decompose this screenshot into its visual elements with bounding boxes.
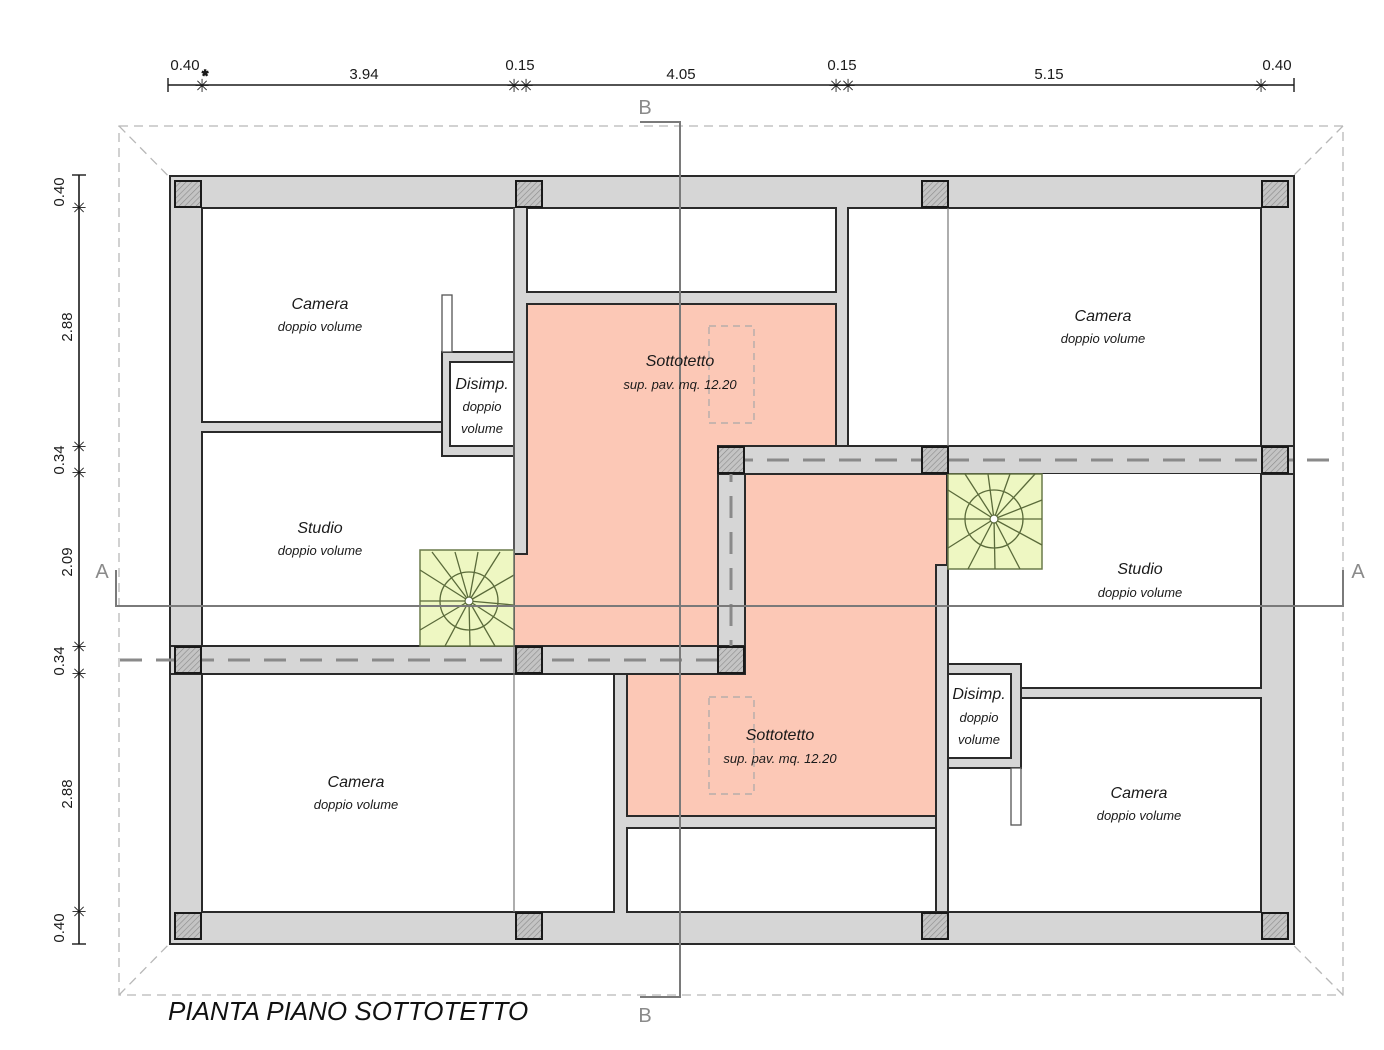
dim-h-5: 5.15 <box>1034 66 1063 83</box>
note-disimp-e-2: volume <box>958 732 1000 747</box>
dimension-chain-vertical: ✳ ✳ ✳ ✳ ✳ ✳ 0.40 2.88 0.34 2.09 0.34 2.8… <box>51 174 87 945</box>
note-camera-se: doppio volume <box>1097 808 1182 823</box>
room-camera-sw <box>201 673 615 913</box>
spiral-stair-west <box>419 549 515 647</box>
note-disimp-w-1: doppio <box>462 399 501 414</box>
label-camera-se: Camera <box>1111 785 1168 802</box>
section-b-top-label: B <box>638 97 651 119</box>
svg-text:✳: ✳ <box>71 463 86 483</box>
dim-v-1: 2.88 <box>59 312 76 341</box>
svg-text:*: * <box>202 68 208 85</box>
svg-text:✳: ✳ <box>71 198 86 218</box>
wall-east-tiny <box>935 564 949 913</box>
note-sottotetto-s: sup. pav. mq. 12.20 <box>723 751 837 766</box>
spiral-stair-east <box>947 473 1043 570</box>
label-studio-w: Studio <box>297 520 342 537</box>
note-studio-w: doppio volume <box>278 543 363 558</box>
svg-text:✳: ✳ <box>71 664 86 684</box>
room-studio-e-cover <box>1040 474 1261 688</box>
note-sottotetto-n: sup. pav. mq. 12.20 <box>623 377 737 392</box>
section-b-bottom-label: B <box>638 1005 651 1027</box>
note-disimp-w-2: volume <box>461 421 503 436</box>
beam-lines <box>120 458 1343 662</box>
label-sottotetto-n: Sottotetto <box>646 353 715 370</box>
svg-text:✳: ✳ <box>194 76 209 96</box>
svg-text:✳: ✳ <box>71 637 86 657</box>
room-north-central <box>526 207 837 293</box>
dim-v-5: 2.88 <box>59 779 76 808</box>
room-camera-ne-cover <box>847 207 1262 447</box>
label-camera-nw: Camera <box>292 296 349 313</box>
svg-text:✳: ✳ <box>1253 76 1268 96</box>
pillars <box>174 180 1289 940</box>
dim-v-3: 2.09 <box>59 547 76 576</box>
label-sottotetto-s: Sottotetto <box>746 727 815 744</box>
svg-text:✳: ✳ <box>506 76 521 96</box>
section-line-b: B B <box>638 97 681 1027</box>
door-jamb-w <box>441 294 453 353</box>
note-camera-sw: doppio volume <box>314 797 399 812</box>
section-line-a: A A <box>95 561 1365 607</box>
dim-h-1: 3.94 <box>349 66 378 83</box>
room-south-central <box>626 827 937 913</box>
note-camera-ne: doppio volume <box>1061 331 1146 346</box>
svg-text:✳: ✳ <box>840 76 855 96</box>
label-disimp-e: Disimp. <box>952 686 1005 703</box>
dim-h-0: 0.40 <box>170 57 199 74</box>
dim-h-6: 0.40 <box>1262 57 1291 74</box>
section-a-left-label: A <box>95 561 109 583</box>
dim-v-2: 0.34 <box>51 445 68 474</box>
dim-v-4: 0.34 <box>51 646 68 675</box>
dim-v-0: 0.40 <box>51 177 68 206</box>
wall-central-horizontal-n <box>717 445 949 475</box>
room-disimp-e <box>947 673 1012 759</box>
dim-v-6: 0.40 <box>51 913 68 942</box>
section-a-right-label: A <box>1351 561 1365 583</box>
note-camera-nw: doppio volume <box>278 319 363 334</box>
dim-h-4: 0.15 <box>827 57 856 74</box>
label-studio-e: Studio <box>1117 561 1162 578</box>
label-disimp-w: Disimp. <box>455 376 508 393</box>
dimension-chain-horizontal: * ✳ ✳ ✳ ✳ ✳ ✳ 0.40 3.94 0.15 4.05 0.15 5… <box>167 57 1295 96</box>
dim-h-3: 4.05 <box>666 66 695 83</box>
plan-title: PIANTA PIANO SOTTOTETTO <box>168 996 528 1026</box>
note-studio-e: doppio volume <box>1098 585 1183 600</box>
dim-h-2: 0.15 <box>505 57 534 74</box>
room-labels: Camera doppio volume Disimp. doppio volu… <box>278 296 1183 823</box>
label-camera-sw: Camera <box>328 774 385 791</box>
svg-text:✳: ✳ <box>518 76 533 96</box>
svg-text:✳: ✳ <box>828 76 843 96</box>
door-jamb-e <box>1010 767 1022 826</box>
svg-text:✳: ✳ <box>71 437 86 457</box>
note-disimp-e-1: doppio <box>959 710 998 725</box>
label-camera-ne: Camera <box>1075 308 1132 325</box>
svg-text:✳: ✳ <box>71 902 86 922</box>
